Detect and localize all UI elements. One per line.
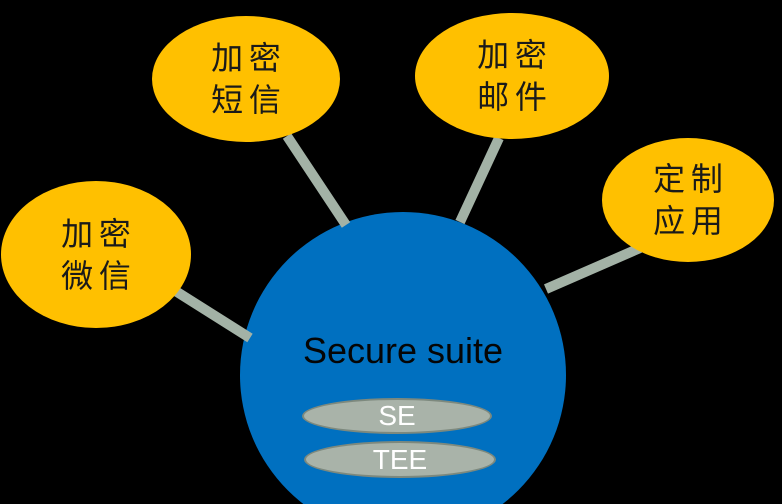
satellite-custom-app: 定制 应用 — [602, 138, 774, 262]
satellite-encrypted-sms: 加密 短信 — [152, 16, 340, 142]
se-ellipse: SE — [302, 398, 492, 434]
hub-title: Secure suite — [302, 330, 504, 371]
satellite-encrypted-email: 加密 邮件 — [415, 13, 609, 139]
tee-label: TEE — [372, 443, 428, 475]
satellite-label-line1: 定制 — [653, 160, 729, 198]
connector-email-icon — [455, 135, 504, 225]
tee-ellipse: TEE — [304, 441, 496, 478]
satellite-label-line2: 微信 — [61, 256, 137, 295]
satellite-label-line1: 加密 — [477, 36, 553, 74]
connector-custom-icon — [544, 243, 642, 294]
satellite-label-line2: 应用 — [653, 202, 729, 240]
satellite-encrypted-wechat: 加密 微信 — [1, 181, 191, 328]
satellite-label-line2: 邮件 — [477, 78, 553, 116]
satellite-label-line1: 加密 — [61, 214, 137, 253]
se-label: SE — [378, 400, 416, 431]
connector-wechat-icon — [163, 280, 253, 343]
satellite-label-line1: 加密 — [211, 39, 287, 77]
satellite-label-line2: 短信 — [211, 81, 287, 119]
connector-sms-icon — [282, 133, 351, 228]
